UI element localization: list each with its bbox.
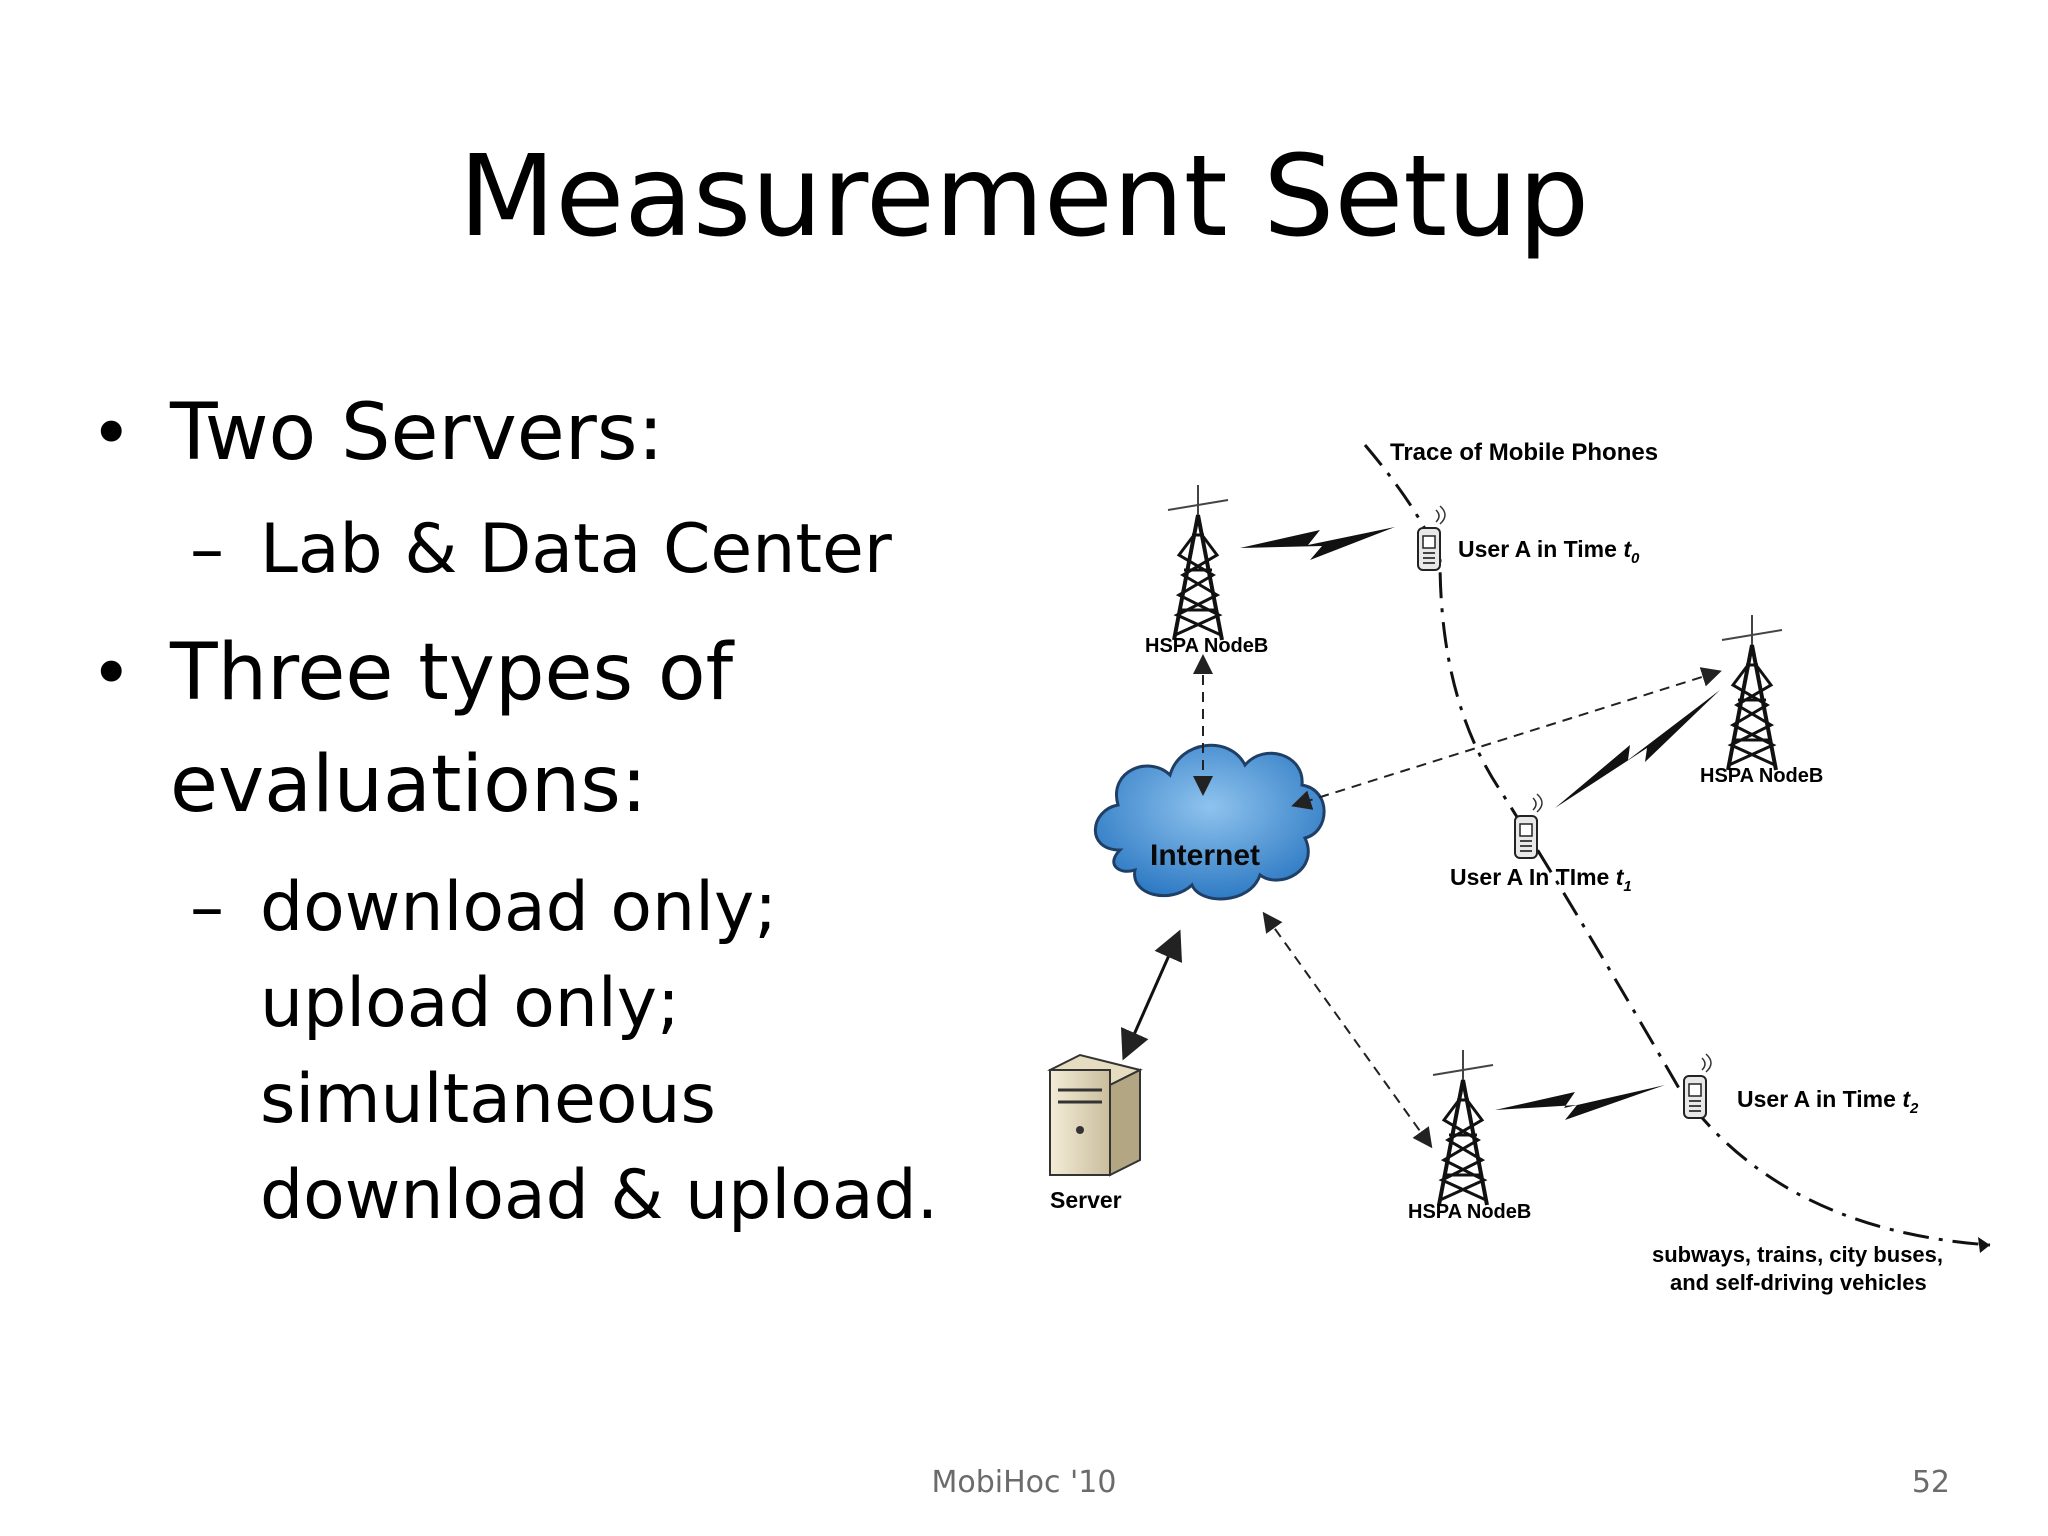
page-number: 52 xyxy=(1911,1465,1950,1500)
sub-bullet-dash: – xyxy=(190,868,224,947)
vehicles-caption-line-2: and self-driving vehicles xyxy=(1670,1270,1927,1295)
wireless-link-icon xyxy=(1240,527,1395,560)
wireless-link-icon xyxy=(1495,1085,1665,1120)
user-t1-label: User A In TIme t1 xyxy=(1450,864,1632,895)
server-icon xyxy=(1047,1053,1143,1177)
internet-label: Internet xyxy=(1150,839,1260,872)
sub-bullet-text: Lab & Data Center xyxy=(260,510,892,589)
phone-icon xyxy=(1683,1053,1712,1119)
tower-icon xyxy=(1431,1048,1495,1207)
bullet-text-line-1: Three types of xyxy=(170,628,734,718)
sub-bullet-line-1: download only; xyxy=(260,868,778,947)
sub-bullet-line-3: simultaneous xyxy=(260,1060,716,1139)
trace-label: Trace of Mobile Phones xyxy=(1390,439,1658,466)
measurement-diagram: Trace of Mobile Phones HSPA NodeB HSPA N… xyxy=(1047,439,1991,1295)
bullet-dot: • xyxy=(90,391,133,475)
nodeb-label-1: HSPA NodeB xyxy=(1145,635,1268,657)
sub-bullet-dash: – xyxy=(190,510,224,589)
internet-cloud-icon xyxy=(1093,743,1326,901)
vehicles-caption-line-1: subways, trains, city buses, xyxy=(1652,1242,1943,1267)
user-t2-label: User A in Time t2 xyxy=(1737,1086,1919,1117)
tower-icon xyxy=(1720,613,1784,772)
bullet-text-line-2: evaluations: xyxy=(170,740,648,830)
footer-conference: MobiHoc '10 xyxy=(931,1465,1117,1500)
nodeb-label-2: HSPA NodeB xyxy=(1700,765,1823,787)
phone-icon xyxy=(1514,793,1543,859)
slide-title: Measurement Setup xyxy=(458,132,1590,262)
phone-icon xyxy=(1417,505,1446,571)
sub-bullet-line-4: download & upload. xyxy=(260,1156,939,1235)
sub-bullet-line-2: upload only; xyxy=(260,964,680,1043)
bullet-dot: • xyxy=(90,631,133,715)
server-label: Server xyxy=(1050,1187,1122,1213)
wireless-link-icon xyxy=(1555,690,1720,808)
mobile-trace-path xyxy=(1363,444,1991,1247)
tower-icon xyxy=(1166,483,1230,642)
nodeb-label-3: HSPA NodeB xyxy=(1408,1201,1531,1223)
nodeb3-internet-link xyxy=(1262,911,1433,1149)
server-internet-link xyxy=(1120,929,1183,1061)
nodeb2-internet-link xyxy=(1291,667,1722,810)
bullet-text: Two Servers: xyxy=(170,388,664,478)
user-t0-label: User A in Time t0 xyxy=(1458,536,1640,567)
trace-arrowhead xyxy=(1978,1237,1990,1253)
